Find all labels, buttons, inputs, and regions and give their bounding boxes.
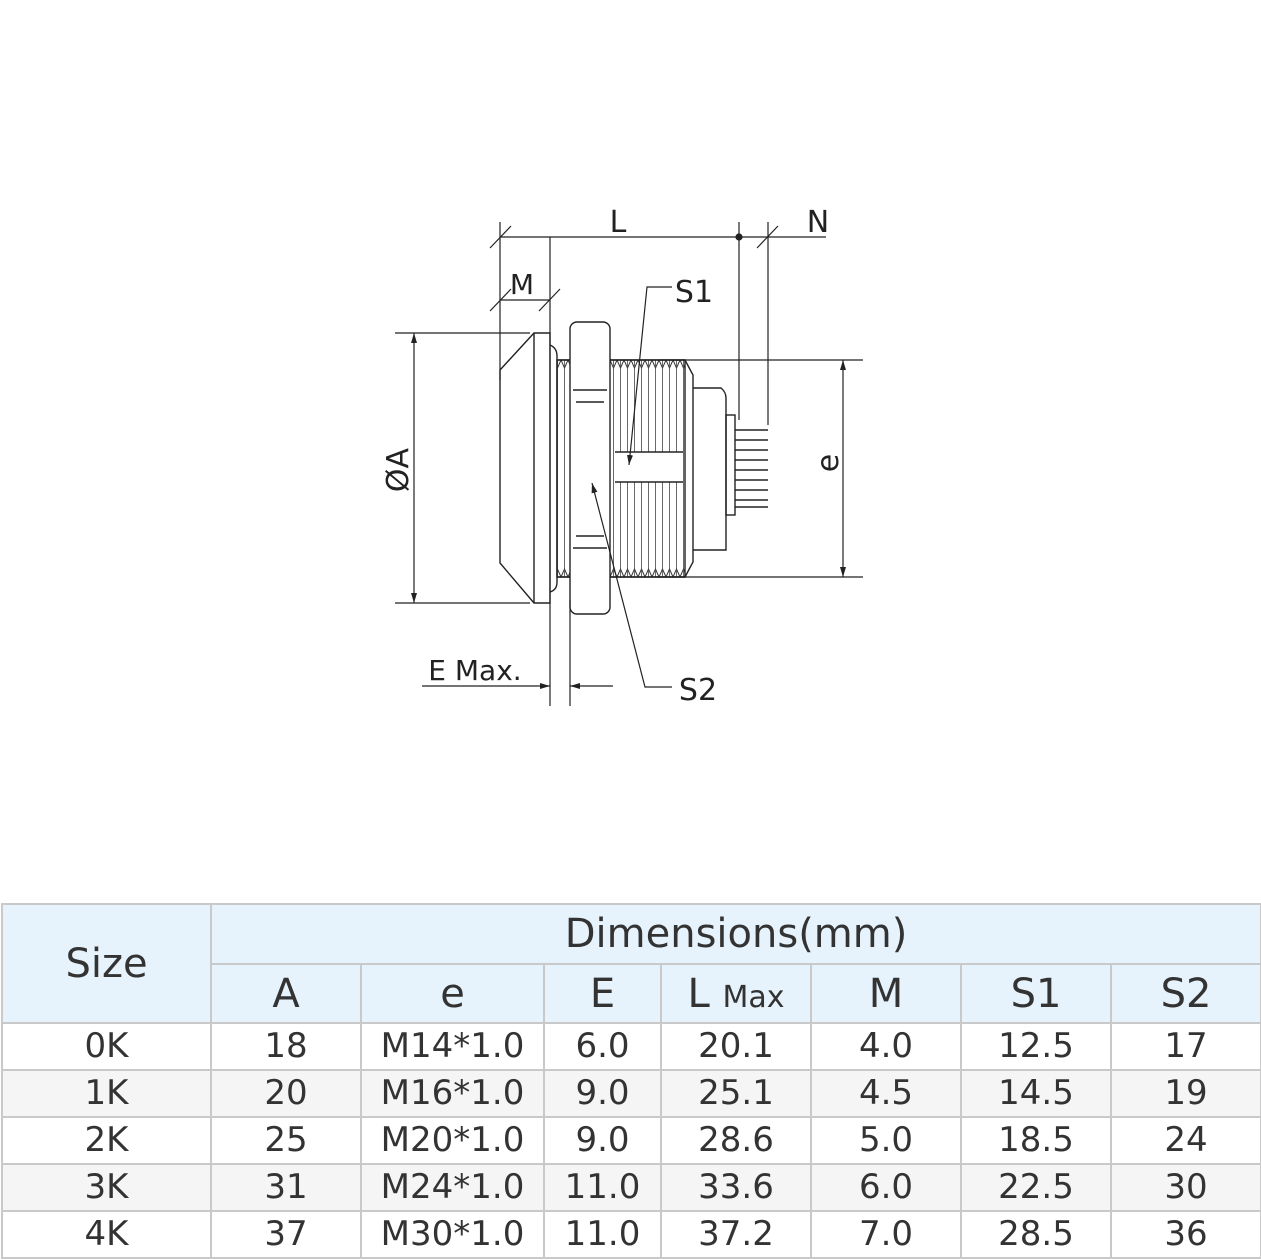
cell-S1: 12.5 bbox=[960, 1022, 1112, 1071]
cell-S1: 28.5 bbox=[960, 1210, 1112, 1259]
header-M: M bbox=[810, 963, 962, 1024]
cell-S2: 17 bbox=[1109, 1022, 1261, 1071]
header-A: A bbox=[210, 963, 362, 1024]
cell-size: 0K bbox=[1, 1022, 212, 1071]
cell-S1: 22.5 bbox=[960, 1163, 1112, 1212]
label-L: L bbox=[610, 205, 627, 240]
cell-L-max: 20.1 bbox=[660, 1022, 812, 1071]
cell-E: 9.0 bbox=[543, 1069, 662, 1118]
cell-E: 9.0 bbox=[543, 1116, 662, 1165]
cell-A: 25 bbox=[210, 1116, 362, 1165]
contact-pins bbox=[735, 429, 768, 508]
cell-size: 4K bbox=[1, 1210, 212, 1259]
cell-L-max: 28.6 bbox=[660, 1116, 812, 1165]
header-e: e bbox=[360, 963, 545, 1024]
cell-S2: 19 bbox=[1109, 1069, 1261, 1118]
cell-e: M24*1.0 bbox=[360, 1163, 545, 1212]
label-M: M bbox=[510, 268, 534, 301]
cell-S1: 14.5 bbox=[960, 1069, 1112, 1118]
header-E: E bbox=[543, 963, 662, 1024]
cell-size: 1K bbox=[1, 1069, 212, 1118]
header-dimensions: Dimensions(mm) bbox=[209, 903, 1261, 965]
cell-A: 20 bbox=[210, 1069, 362, 1118]
cell-M: 4.5 bbox=[810, 1069, 962, 1118]
cell-size: 3K bbox=[1, 1163, 212, 1212]
label-S2: S2 bbox=[679, 673, 717, 708]
cell-A: 31 bbox=[210, 1163, 362, 1212]
label-N: N bbox=[807, 205, 829, 240]
cell-L-max: 37.2 bbox=[660, 1210, 812, 1259]
header-S2: S2 bbox=[1109, 963, 1261, 1024]
cell-e: M20*1.0 bbox=[360, 1116, 545, 1165]
cell-E: 11.0 bbox=[543, 1210, 662, 1259]
header-size: Size bbox=[1, 903, 212, 1024]
cell-S2: 24 bbox=[1109, 1116, 1261, 1165]
dimensions-table: Size Dimensions(mm) A e E L Max M S1 S2 … bbox=[1, 903, 1261, 1259]
label-e: e bbox=[811, 454, 846, 472]
cell-A: 18 bbox=[210, 1022, 362, 1071]
header-L: L bbox=[687, 970, 710, 1017]
header-L-max: L Max bbox=[660, 963, 812, 1024]
cell-L-max: 33.6 bbox=[660, 1163, 812, 1212]
cell-E: 6.0 bbox=[543, 1022, 662, 1071]
cell-M: 4.0 bbox=[810, 1022, 962, 1071]
cell-E: 11.0 bbox=[543, 1163, 662, 1212]
cell-e: M16*1.0 bbox=[360, 1069, 545, 1118]
label-E-max: E Max. bbox=[428, 654, 521, 687]
connector-dimension-drawing: L N M S1 S2 ØA e E Max. bbox=[381, 205, 863, 708]
cell-M: 6.0 bbox=[810, 1163, 962, 1212]
cell-e: M14*1.0 bbox=[360, 1022, 545, 1071]
label-S1: S1 bbox=[675, 275, 713, 310]
cell-M: 5.0 bbox=[810, 1116, 962, 1165]
header-L-suffix: Max bbox=[722, 979, 785, 1015]
cell-e: M30*1.0 bbox=[360, 1210, 545, 1259]
cell-L-max: 25.1 bbox=[660, 1069, 812, 1118]
cell-S1: 18.5 bbox=[960, 1116, 1112, 1165]
connector-outline bbox=[499, 321, 768, 615]
label-diameter-A: ØA bbox=[381, 447, 416, 492]
cell-A: 37 bbox=[210, 1210, 362, 1259]
cell-S2: 30 bbox=[1109, 1163, 1261, 1212]
cell-S2: 36 bbox=[1109, 1210, 1261, 1259]
header-S1: S1 bbox=[960, 963, 1112, 1024]
dimension-lines bbox=[395, 222, 863, 706]
cell-M: 7.0 bbox=[810, 1210, 962, 1259]
cell-size: 2K bbox=[1, 1116, 212, 1165]
